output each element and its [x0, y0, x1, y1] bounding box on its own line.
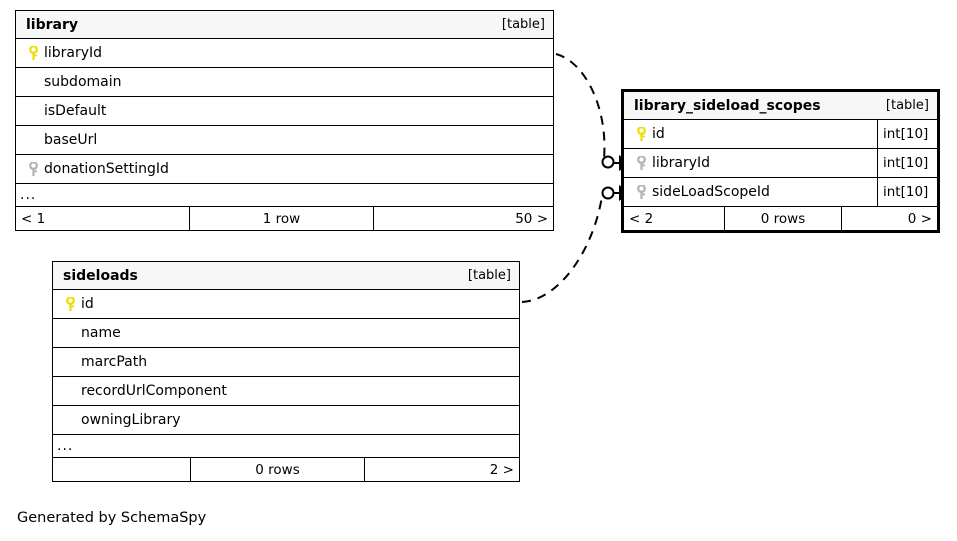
column-cell: baseUrl [16, 126, 553, 154]
column-cell: libraryId [624, 149, 877, 177]
table-sideloads[interactable]: sideloads [table] id name [52, 261, 520, 482]
column-name: donationSettingId [44, 161, 169, 177]
table-library-kind: [table] [501, 17, 545, 32]
table-sideloads-header: sideloads [table] [53, 262, 519, 290]
table-sideloads-kind: [table] [467, 268, 511, 283]
table-row[interactable]: marcPath [53, 348, 519, 377]
column-cell: donationSettingId [16, 155, 553, 183]
generated-by-caption: Generated by SchemaSpy [17, 510, 207, 526]
prev-link[interactable]: < 1 [21, 210, 46, 227]
key-icon [631, 155, 652, 171]
column-cell: sideLoadScopeId [624, 178, 877, 206]
next-link[interactable]: 0 > [907, 210, 932, 227]
table-library-sideload-scopes-footer: < 2 0 rows 0 > [624, 207, 937, 230]
table-library-sideload-scopes[interactable]: library_sideload_scopes [table] id int[1… [621, 89, 940, 233]
column-cell: recordUrlComponent [53, 377, 519, 405]
table-row[interactable]: id [53, 290, 519, 319]
prev-link[interactable]: < 2 [629, 210, 654, 227]
table-row[interactable]: donationSettingId [16, 155, 553, 184]
table-row[interactable]: subdomain [16, 68, 553, 97]
table-row[interactable]: owningLibrary [53, 406, 519, 435]
edge-zero-marker [601, 186, 615, 200]
column-cell: isDefault [16, 97, 553, 125]
column-cell: name [53, 319, 519, 347]
table-library-footer: < 1 1 row 50 > [16, 207, 553, 230]
column-name: id [652, 126, 665, 142]
key-icon [23, 45, 44, 61]
row-count: 1 row [189, 207, 374, 230]
table-library-sideload-scopes-kind: [table] [885, 98, 929, 113]
table-library[interactable]: library [table] libraryId subdomain [15, 10, 554, 231]
table-row[interactable]: name [53, 319, 519, 348]
table-row[interactable]: recordUrlComponent [53, 377, 519, 406]
table-library-sideload-scopes-header: library_sideload_scopes [table] [624, 92, 937, 120]
column-cell: subdomain [16, 68, 553, 96]
relationship-library-to-library_sideload_scopes [555, 53, 631, 171]
column-cell: id [53, 290, 519, 318]
table-library-header: library [table] [16, 11, 553, 39]
row-count: 0 rows [190, 458, 365, 481]
column-type: int[10] [877, 120, 937, 148]
column-name: baseUrl [44, 132, 98, 148]
column-cell: owningLibrary [53, 406, 519, 434]
column-name: libraryId [652, 155, 711, 171]
table-row[interactable]: isDefault [16, 97, 553, 126]
next-link[interactable]: 2 > [489, 461, 514, 478]
column-cell: id [624, 120, 877, 148]
next-link[interactable]: 50 > [515, 210, 548, 227]
table-sideloads-title: sideloads [63, 267, 138, 284]
column-name: id [81, 296, 94, 312]
table-row[interactable]: libraryId int[10] [624, 149, 937, 178]
column-name: owningLibrary [81, 412, 181, 428]
prev-link[interactable] [53, 458, 190, 481]
column-name: sideLoadScopeId [652, 184, 770, 200]
key-icon [60, 296, 81, 312]
column-type: int[10] [877, 149, 937, 177]
column-name: marcPath [81, 354, 148, 370]
row-count: 0 rows [724, 207, 842, 230]
table-row[interactable]: libraryId [16, 39, 553, 68]
more-columns-indicator[interactable]: ... [53, 435, 519, 458]
edge-zero-marker [601, 155, 615, 169]
key-icon [631, 184, 652, 200]
key-icon [631, 126, 652, 142]
column-name: isDefault [44, 103, 107, 119]
table-library-sideload-scopes-title: library_sideload_scopes [634, 97, 821, 114]
table-row[interactable]: sideLoadScopeId int[10] [624, 178, 937, 207]
table-sideloads-footer: 0 rows 2 > [53, 458, 519, 481]
edge-line [555, 53, 606, 159]
column-name: name [81, 325, 121, 341]
column-cell: libraryId [16, 39, 553, 67]
column-cell: marcPath [53, 348, 519, 376]
column-name: libraryId [44, 45, 103, 61]
table-library-title: library [26, 16, 79, 33]
column-type: int[10] [877, 178, 937, 206]
table-row[interactable]: id int[10] [624, 120, 937, 149]
column-name: recordUrlComponent [81, 383, 227, 399]
column-name: subdomain [44, 74, 122, 90]
table-row[interactable]: baseUrl [16, 126, 553, 155]
more-columns-indicator[interactable]: ... [16, 184, 553, 207]
key-icon [23, 161, 44, 177]
